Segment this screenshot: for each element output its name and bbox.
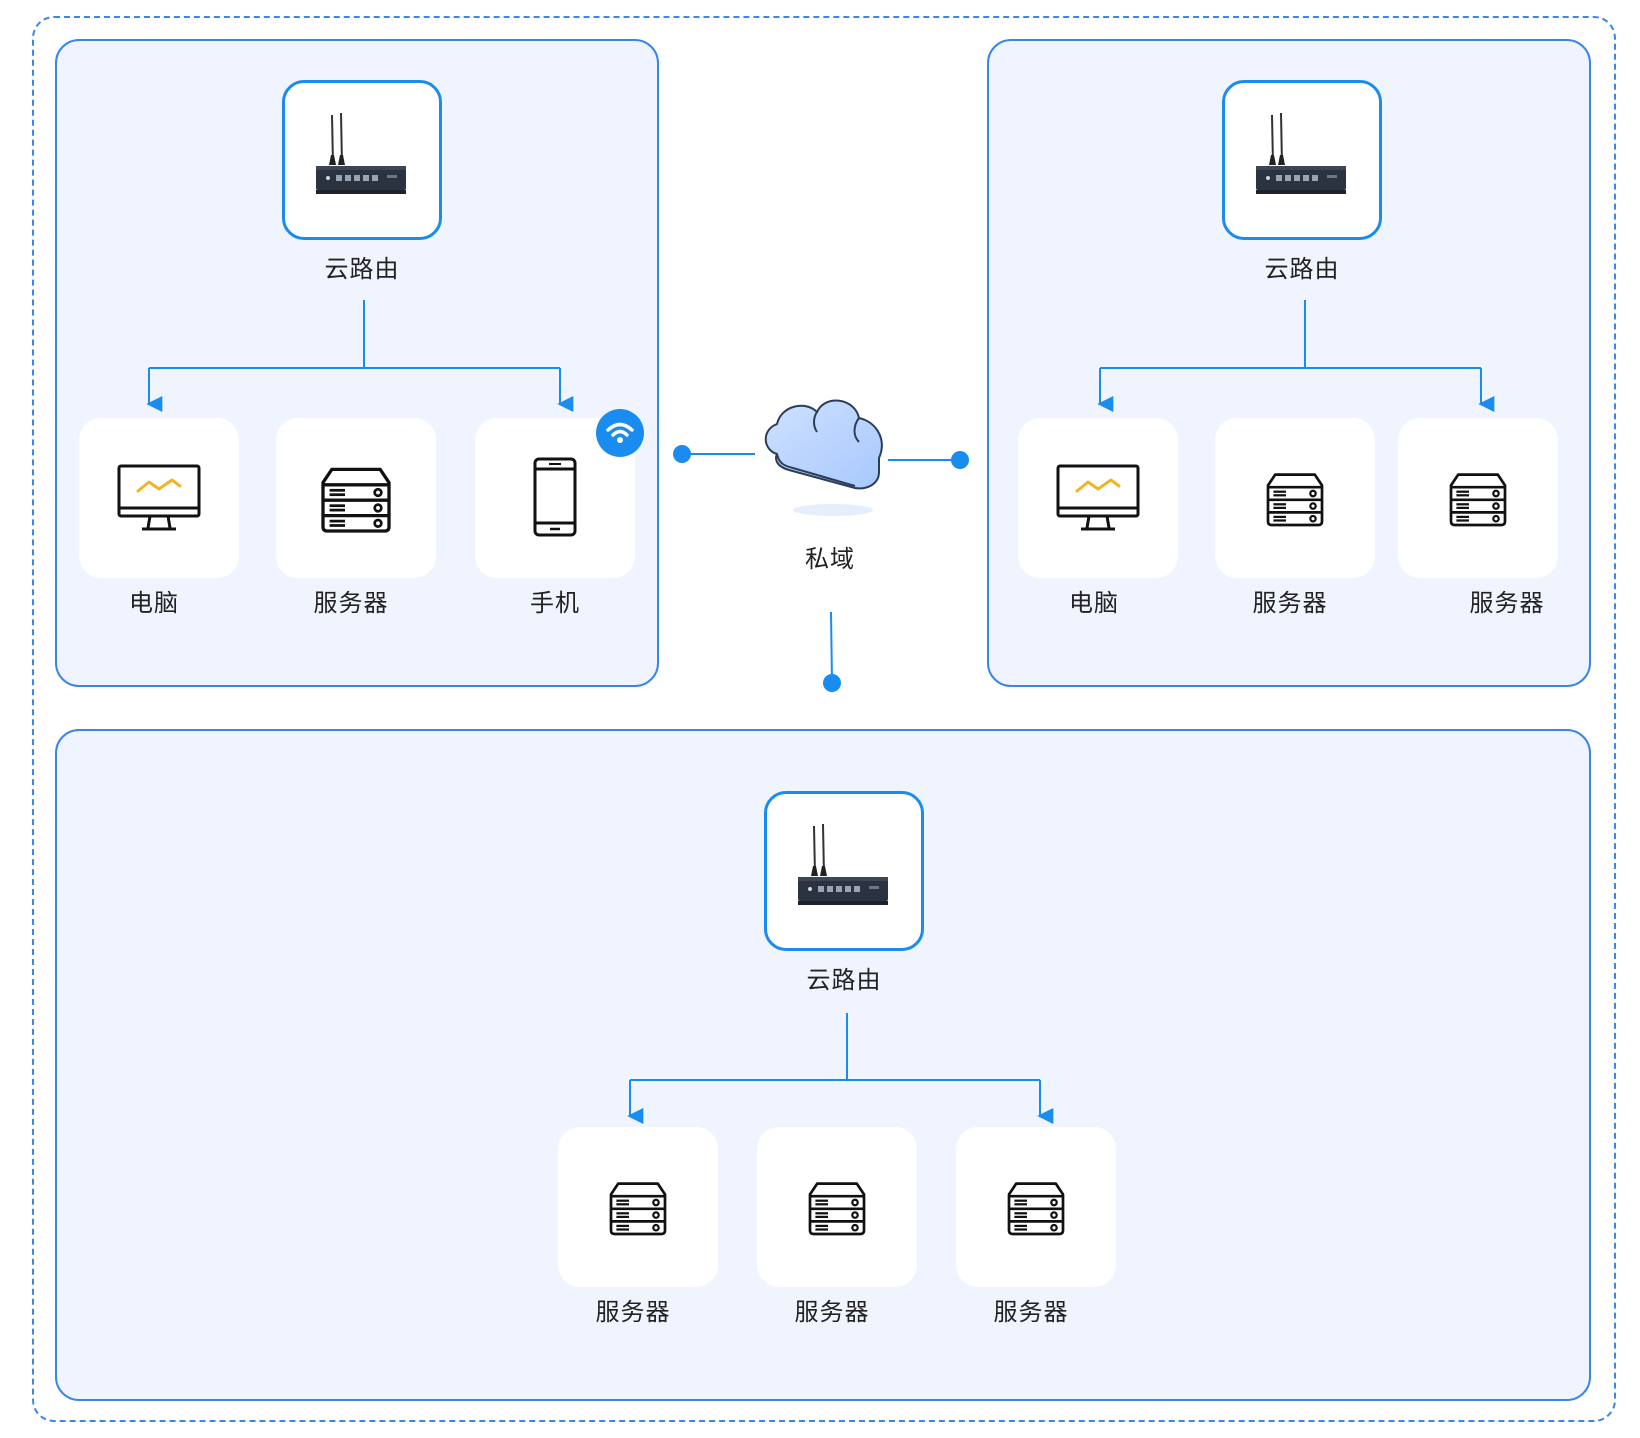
server-icon (1442, 462, 1514, 534)
site-a-computer-label: 电脑 (129, 589, 179, 617)
wifi-icon (596, 409, 644, 457)
site-c-server-label-1: 服务器 (595, 1298, 671, 1326)
site-b-computer-label: 电脑 (1069, 589, 1119, 617)
site-c-server-card-1[interactable] (558, 1127, 718, 1287)
site-c-server-card-2[interactable] (757, 1127, 917, 1287)
site-a-server-label: 服务器 (313, 589, 389, 617)
cloud-icon (755, 392, 895, 522)
site-a-phone-label: 手机 (530, 589, 580, 617)
private-domain-label: 私域 (805, 545, 855, 573)
site-b-router-label: 云路由 (1264, 255, 1340, 283)
computer-monitor-icon (114, 458, 204, 538)
site-c-router-card[interactable] (764, 791, 924, 951)
server-icon (312, 454, 400, 542)
site-a-router-card[interactable] (282, 80, 442, 240)
server-icon (1000, 1171, 1072, 1243)
site-a-router-label: 云路由 (324, 255, 400, 283)
cloud-router-icon (1222, 80, 1382, 240)
site-b-server-label-1: 服务器 (1252, 589, 1328, 617)
server-icon (602, 1171, 674, 1243)
site-c-server-label-3: 服务器 (993, 1298, 1069, 1326)
server-icon (1259, 462, 1331, 534)
site-b-router-card[interactable] (1222, 80, 1382, 240)
private-domain-boundary (32, 16, 1616, 1422)
site-b-server-card-2[interactable] (1398, 418, 1558, 578)
cloud-router-icon (282, 80, 442, 240)
site-b-computer-card[interactable] (1018, 418, 1178, 578)
site-a-computer-card[interactable] (79, 418, 239, 578)
smartphone-icon (520, 453, 590, 543)
site-a-server-card[interactable] (276, 418, 436, 578)
site-c-server-label-2: 服务器 (794, 1298, 870, 1326)
site-b-server-card-1[interactable] (1215, 418, 1375, 578)
cloud-router-icon (764, 791, 924, 951)
computer-monitor-icon (1053, 458, 1143, 538)
server-icon (801, 1171, 873, 1243)
site-c-router-label: 云路由 (806, 966, 882, 994)
site-c-server-card-3[interactable] (956, 1127, 1116, 1287)
site-b-server-label-2: 服务器 (1469, 589, 1545, 617)
